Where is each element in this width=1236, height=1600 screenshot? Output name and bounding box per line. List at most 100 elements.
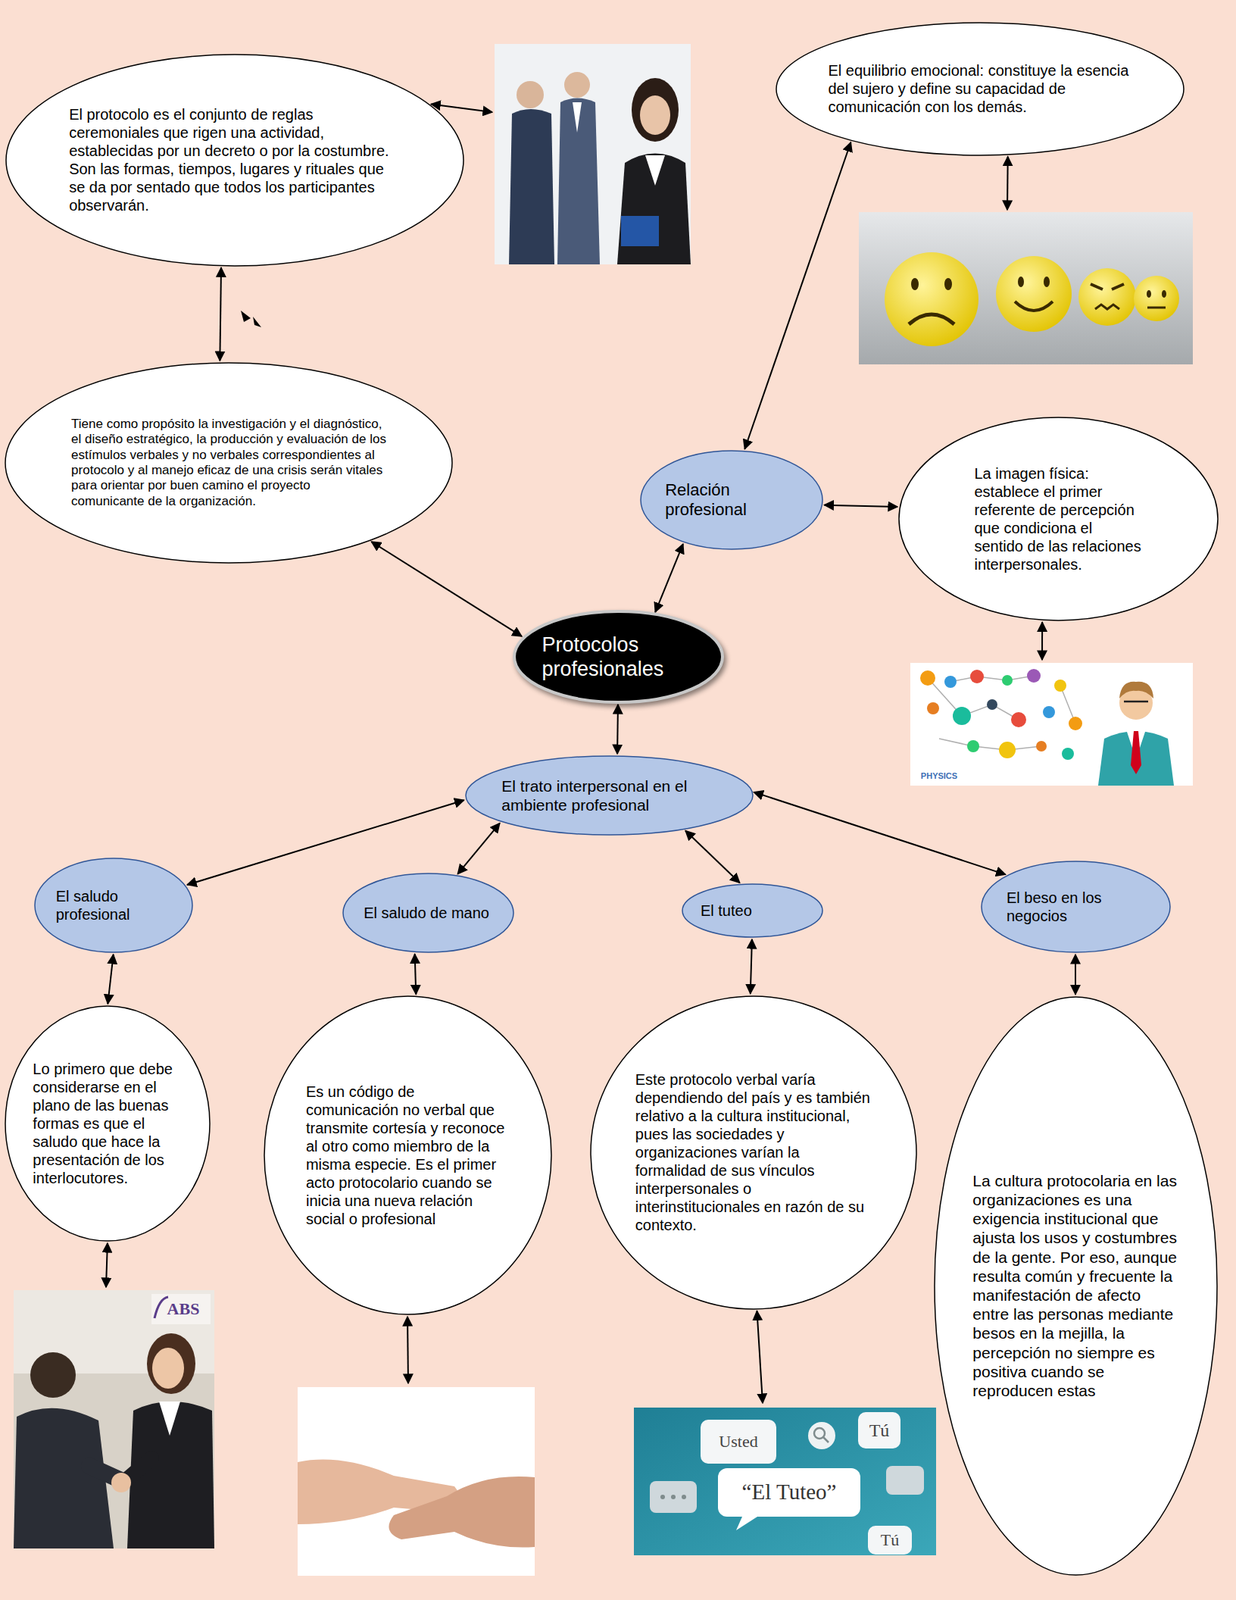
node-outline bbox=[980, 859, 1172, 954]
icon bbox=[927, 702, 940, 715]
text-ellipse: Tiene como propósito la investigación y … bbox=[3, 361, 454, 565]
ellipse-shape bbox=[776, 22, 1184, 156]
ellipse-shape bbox=[514, 611, 723, 703]
node-text: El tuteo bbox=[700, 901, 804, 920]
node-outline bbox=[4, 53, 466, 268]
tie bbox=[1130, 730, 1142, 775]
face bbox=[639, 95, 671, 135]
connector-arrow bbox=[107, 954, 113, 1004]
speech-bubble bbox=[867, 1525, 912, 1555]
person-body bbox=[508, 109, 555, 265]
connector-arrow bbox=[187, 799, 464, 885]
picture-label: Usted bbox=[718, 1432, 758, 1451]
topic-ellipse: El beso en los negocios bbox=[980, 859, 1172, 954]
node-text: Tiene como propósito la investigación y … bbox=[71, 416, 387, 509]
text-block: Es un código de comunicación no verbal q… bbox=[305, 1082, 509, 1228]
picture-arrow bbox=[430, 104, 493, 113]
node-text: El equilibrio emocional: constituye la e… bbox=[827, 61, 1132, 116]
photo-ground bbox=[910, 662, 1193, 786]
eye bbox=[911, 277, 919, 291]
text-block: La cultura protocolaria en las organizac… bbox=[972, 1170, 1178, 1400]
icon bbox=[1001, 674, 1013, 686]
topic-ellipse: El saludo profesional bbox=[33, 856, 194, 954]
picture-arrow bbox=[756, 1310, 763, 1403]
topic-ellipse: Relación profesional bbox=[639, 449, 824, 551]
text-block: Lo primero que debe considerarse en el p… bbox=[32, 1059, 182, 1187]
hair bbox=[1119, 681, 1154, 699]
brows bbox=[1090, 284, 1124, 290]
ellipse-shape bbox=[981, 861, 1171, 952]
icon bbox=[944, 675, 957, 688]
eye bbox=[1146, 290, 1152, 298]
sad-ball bbox=[884, 252, 979, 347]
icon bbox=[986, 699, 998, 710]
ellipse-shape bbox=[6, 54, 464, 266]
ellipse-shape bbox=[5, 1005, 210, 1241]
bubble-tail bbox=[736, 1516, 758, 1530]
eye bbox=[944, 277, 952, 291]
node-text: El beso en los negocios bbox=[1006, 888, 1145, 925]
icon bbox=[1026, 668, 1041, 683]
node-text: El trato interpersonal en el ambiente pr… bbox=[501, 776, 716, 815]
hair bbox=[631, 78, 679, 142]
text-block: El beso en los negocios bbox=[1006, 888, 1145, 925]
text-ellipse: Es un código de comunicación no verbal q… bbox=[262, 994, 553, 1316]
connector-arrow bbox=[219, 267, 222, 361]
connector-arrow bbox=[753, 792, 1006, 875]
speech-bubble bbox=[717, 1467, 861, 1517]
node-outline bbox=[464, 754, 755, 837]
speech-bubble bbox=[858, 1411, 901, 1449]
photo-ground bbox=[858, 212, 1193, 365]
picture-arrow bbox=[106, 1242, 108, 1287]
eye bbox=[1017, 276, 1024, 288]
text-block: Este protocolo verbal varía dependiendo … bbox=[635, 1070, 872, 1234]
connector-arrow bbox=[457, 823, 500, 874]
ellipse-shape bbox=[264, 995, 552, 1315]
photo-ground bbox=[633, 1407, 937, 1555]
head bbox=[30, 1351, 76, 1398]
hand bbox=[388, 1476, 535, 1548]
node-text: Protocolos profesionales bbox=[542, 632, 695, 682]
happy-ball bbox=[995, 255, 1072, 332]
connector-arrow bbox=[685, 830, 740, 883]
dot bbox=[660, 1494, 665, 1499]
node-outline bbox=[512, 609, 725, 704]
hair bbox=[146, 1332, 196, 1394]
icon bbox=[970, 669, 984, 684]
text-block: El saludo profesional bbox=[56, 886, 172, 924]
node-outline bbox=[897, 415, 1220, 622]
icon bbox=[998, 741, 1016, 759]
connector-arrow bbox=[824, 505, 898, 507]
eye bbox=[1043, 276, 1050, 288]
shirt bbox=[572, 102, 582, 133]
picture-label: ABS bbox=[167, 1299, 200, 1318]
ellipse-shape bbox=[34, 858, 193, 952]
speech-bubble bbox=[808, 1421, 836, 1449]
icon bbox=[1061, 747, 1074, 760]
speech-bubble bbox=[700, 1419, 777, 1464]
emoji-photo bbox=[858, 212, 1193, 365]
dot bbox=[681, 1494, 687, 1499]
text-ellipse: El protocolo es el conjunto de reglas ce… bbox=[4, 53, 466, 268]
text-block: El protocolo es el conjunto de reglas ce… bbox=[68, 105, 401, 215]
business-photo bbox=[494, 43, 691, 265]
tuteo-picture bbox=[633, 1407, 937, 1555]
node-text: Este protocolo verbal varía dependiendo … bbox=[635, 1070, 872, 1234]
text-ellipse: El equilibrio emocional: constituye la e… bbox=[774, 21, 1186, 157]
person-head bbox=[516, 81, 544, 109]
text-ellipse: La imagen física: establece el primer re… bbox=[897, 415, 1220, 622]
central-ellipse: Protocolos profesionales bbox=[512, 609, 725, 704]
ellipse-shape bbox=[640, 450, 823, 550]
node-text: El saludo profesional bbox=[56, 886, 172, 924]
node-text: Es un código de comunicación no verbal q… bbox=[305, 1082, 509, 1228]
connector-arrow bbox=[655, 543, 684, 612]
picture-label: Tú bbox=[869, 1420, 890, 1440]
topic-ellipse: El trato interpersonal en el ambiente pr… bbox=[464, 754, 755, 837]
topic-ellipse: El saludo de mano bbox=[341, 871, 515, 954]
photo-ground bbox=[13, 1289, 215, 1549]
mouth bbox=[1014, 301, 1053, 311]
face bbox=[152, 1347, 185, 1389]
text-ellipse: La cultura protocolaria en las organizac… bbox=[933, 995, 1219, 1577]
